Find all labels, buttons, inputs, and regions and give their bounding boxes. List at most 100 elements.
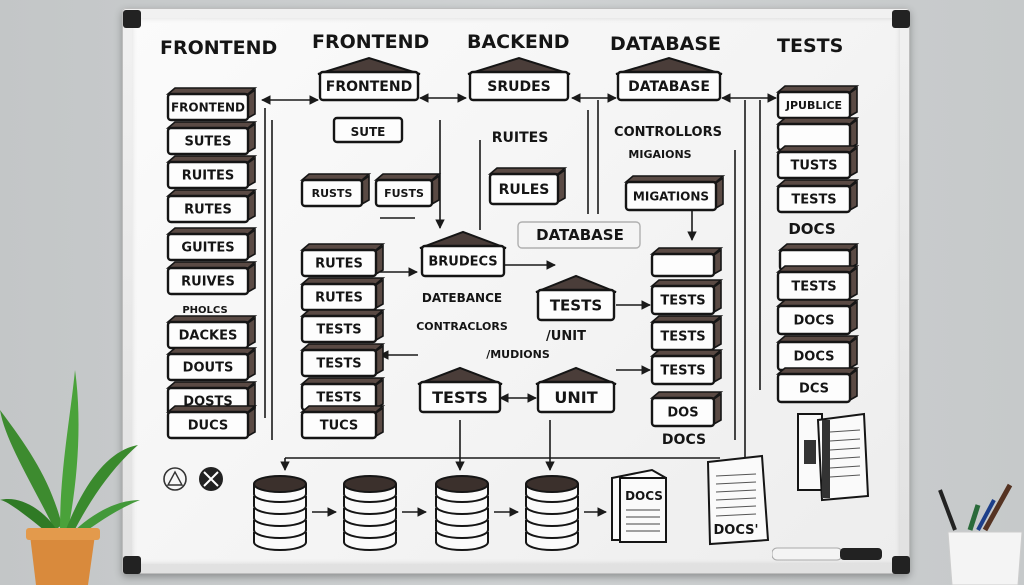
col2-small-0-label: RUSTS bbox=[312, 187, 353, 200]
col3-ruites-label: RUITES bbox=[492, 130, 549, 146]
frame-corner bbox=[892, 10, 910, 28]
col5-stack-3-label: DCS bbox=[799, 382, 829, 397]
header-database: DATABASE bbox=[610, 33, 721, 55]
col4-migrations-block-label: MIGATIONS bbox=[633, 189, 709, 203]
col3-brudecs-block: BRUDECS bbox=[419, 230, 507, 278]
database-cylinder-2 bbox=[435, 475, 489, 551]
col1-block-10-label: DUCS bbox=[188, 419, 229, 434]
header-frontend-1: FRONTEND bbox=[160, 37, 277, 59]
triangle-circle-icon bbox=[163, 467, 187, 491]
col3-mudions-label: /MUDIONS bbox=[486, 348, 550, 361]
connector-lines bbox=[261, 93, 777, 517]
col1-faint-label: PHOLCS bbox=[182, 305, 227, 316]
col1-block-10: DUCS bbox=[165, 405, 258, 440]
col5-block-2-label: TUSTS bbox=[790, 159, 837, 174]
col4-stack-2-label: TESTS bbox=[660, 364, 705, 379]
col5-block-2: TUSTS bbox=[775, 145, 860, 180]
col2-stack-0-label: RUTES bbox=[315, 257, 363, 272]
col5-docs-label: DOCS bbox=[788, 220, 835, 238]
col5-stack-2: DOCS bbox=[775, 335, 860, 372]
tests-column: JPUBLICE TUSTS TESTS DOCS TESTS DOCS DOCS DCS bbox=[775, 85, 860, 404]
database-cylinder-0 bbox=[253, 475, 307, 551]
col5-block-0: JPUBLICE bbox=[775, 85, 860, 120]
col4-migaions-label: MIGAIONS bbox=[628, 148, 691, 161]
col5-stack-2-label: DOCS bbox=[794, 350, 835, 365]
col4-stack-0: TESTS bbox=[649, 279, 724, 316]
frontend-column-2: FRONTEND SUTE RUSTS FUSTS RUTES RUTES TESTS TES… bbox=[299, 56, 442, 440]
col1-block-7: DACKES bbox=[165, 315, 258, 350]
col2-small-1-label: FUSTS bbox=[384, 187, 424, 200]
col2-stack-3: TESTS bbox=[299, 343, 386, 378]
col2-sute-label: SUTE bbox=[351, 125, 386, 139]
col2-stack-0: RUTES bbox=[299, 243, 386, 278]
col4-docs-label: DOCS bbox=[662, 432, 706, 448]
docs-paper-label: DOCS' bbox=[714, 523, 759, 538]
col2-stack-1: RUTES bbox=[299, 277, 386, 312]
frame-corner bbox=[892, 556, 910, 574]
col2-stack-2: TESTS bbox=[299, 309, 386, 344]
col4-stack-1: TESTS bbox=[649, 315, 724, 352]
col4-stack-0-label: TESTS bbox=[660, 294, 705, 309]
col2-frontend-block: FRONTEND bbox=[317, 56, 421, 102]
whiteboard-marker bbox=[772, 547, 882, 561]
col4-stack-3: DOS bbox=[649, 391, 724, 428]
col2-stack-4-label: TESTS bbox=[316, 391, 361, 406]
col3-rules-block: RULES bbox=[487, 167, 568, 206]
frame-corner bbox=[123, 10, 141, 28]
col1-block-7-label: DACKES bbox=[179, 329, 238, 344]
docs-folder: DOCS bbox=[611, 468, 667, 543]
col5-stack-3: DCS bbox=[775, 367, 860, 404]
col2-stack-2-label: TESTS bbox=[316, 323, 361, 338]
header-backend: BACKEND bbox=[467, 31, 570, 53]
col4-stack-2: TESTS bbox=[649, 349, 724, 386]
frontend-stack-column: FRONTENDSUTESRUITESRUTESGUITESRUIVESPHOL… bbox=[165, 87, 258, 440]
col2-stack-4: TESTS bbox=[299, 377, 386, 412]
col5-stack-1-label: DOCS bbox=[794, 314, 835, 329]
col1-block-1: SUTES bbox=[165, 121, 258, 156]
docs-folder-label: DOCS bbox=[625, 489, 663, 503]
database-cylinder-1 bbox=[343, 475, 397, 551]
col2-stack-5-label: TUCS bbox=[320, 419, 359, 434]
col2-stack-5: TUCS bbox=[299, 405, 386, 440]
potted-plant bbox=[0, 370, 140, 585]
col3-srudes-block-label: SRUDES bbox=[487, 79, 551, 95]
col3-unit-tests-block: TESTS bbox=[535, 274, 617, 322]
header-frontend-2: FRONTEND bbox=[312, 31, 429, 53]
col4-controllors-label: CONTROLLORS bbox=[614, 125, 722, 140]
col5-stack-0: TESTS bbox=[775, 265, 860, 302]
col4-stack-3-label: DOS bbox=[667, 406, 698, 421]
database-column: DATABASE CONTROLLORS MIGAIONS MIGATIONS DATA… bbox=[517, 56, 726, 448]
col2-small-1: FUSTS bbox=[373, 173, 442, 208]
whiteboard bbox=[132, 18, 900, 564]
col3-unit-label: /UNIT bbox=[546, 329, 586, 344]
col1-block-3-label: RUTES bbox=[184, 203, 232, 218]
col5-block-3-label: TESTS bbox=[791, 193, 836, 208]
col1-block-3: RUTES bbox=[165, 189, 258, 224]
col2-stack-3-label: TESTS bbox=[316, 357, 361, 372]
frame-corner bbox=[123, 556, 141, 574]
col4-database-block: DATABASE bbox=[615, 56, 723, 102]
col4-top-cap bbox=[649, 247, 724, 278]
col3-bottom-unit-label: UNIT bbox=[554, 388, 597, 407]
col1-block-4: GUITES bbox=[165, 227, 258, 262]
bottom-row: DOCS DOCS' bbox=[253, 412, 870, 551]
col2-frontend-block-label: FRONTEND bbox=[326, 79, 412, 95]
binders bbox=[797, 412, 870, 502]
symbol-icons bbox=[163, 467, 223, 491]
col3-bottom-unit: UNIT bbox=[535, 366, 617, 414]
col1-block-1-label: SUTES bbox=[184, 135, 231, 150]
col1-block-0: FRONTEND bbox=[165, 87, 258, 122]
col4-database-label: DATABASE bbox=[536, 226, 624, 244]
col3-unit-tests-block-label: TESTS bbox=[550, 296, 602, 314]
col1-block-2: RUITES bbox=[165, 155, 258, 190]
col3-rules-block-label: RULES bbox=[499, 182, 550, 198]
col2-stack-1-label: RUTES bbox=[315, 291, 363, 306]
col4-database-block-label: DATABASE bbox=[628, 79, 710, 95]
col3-brudecs-block-label: BRUDECS bbox=[428, 255, 497, 270]
col3-bottom-tests-label: TESTS bbox=[432, 388, 488, 407]
col3-srudes-block: SRUDES bbox=[467, 56, 571, 102]
col3-bottom-tests: TESTS bbox=[417, 366, 503, 414]
col5-block-0-label: JPUBLICE bbox=[785, 99, 842, 112]
